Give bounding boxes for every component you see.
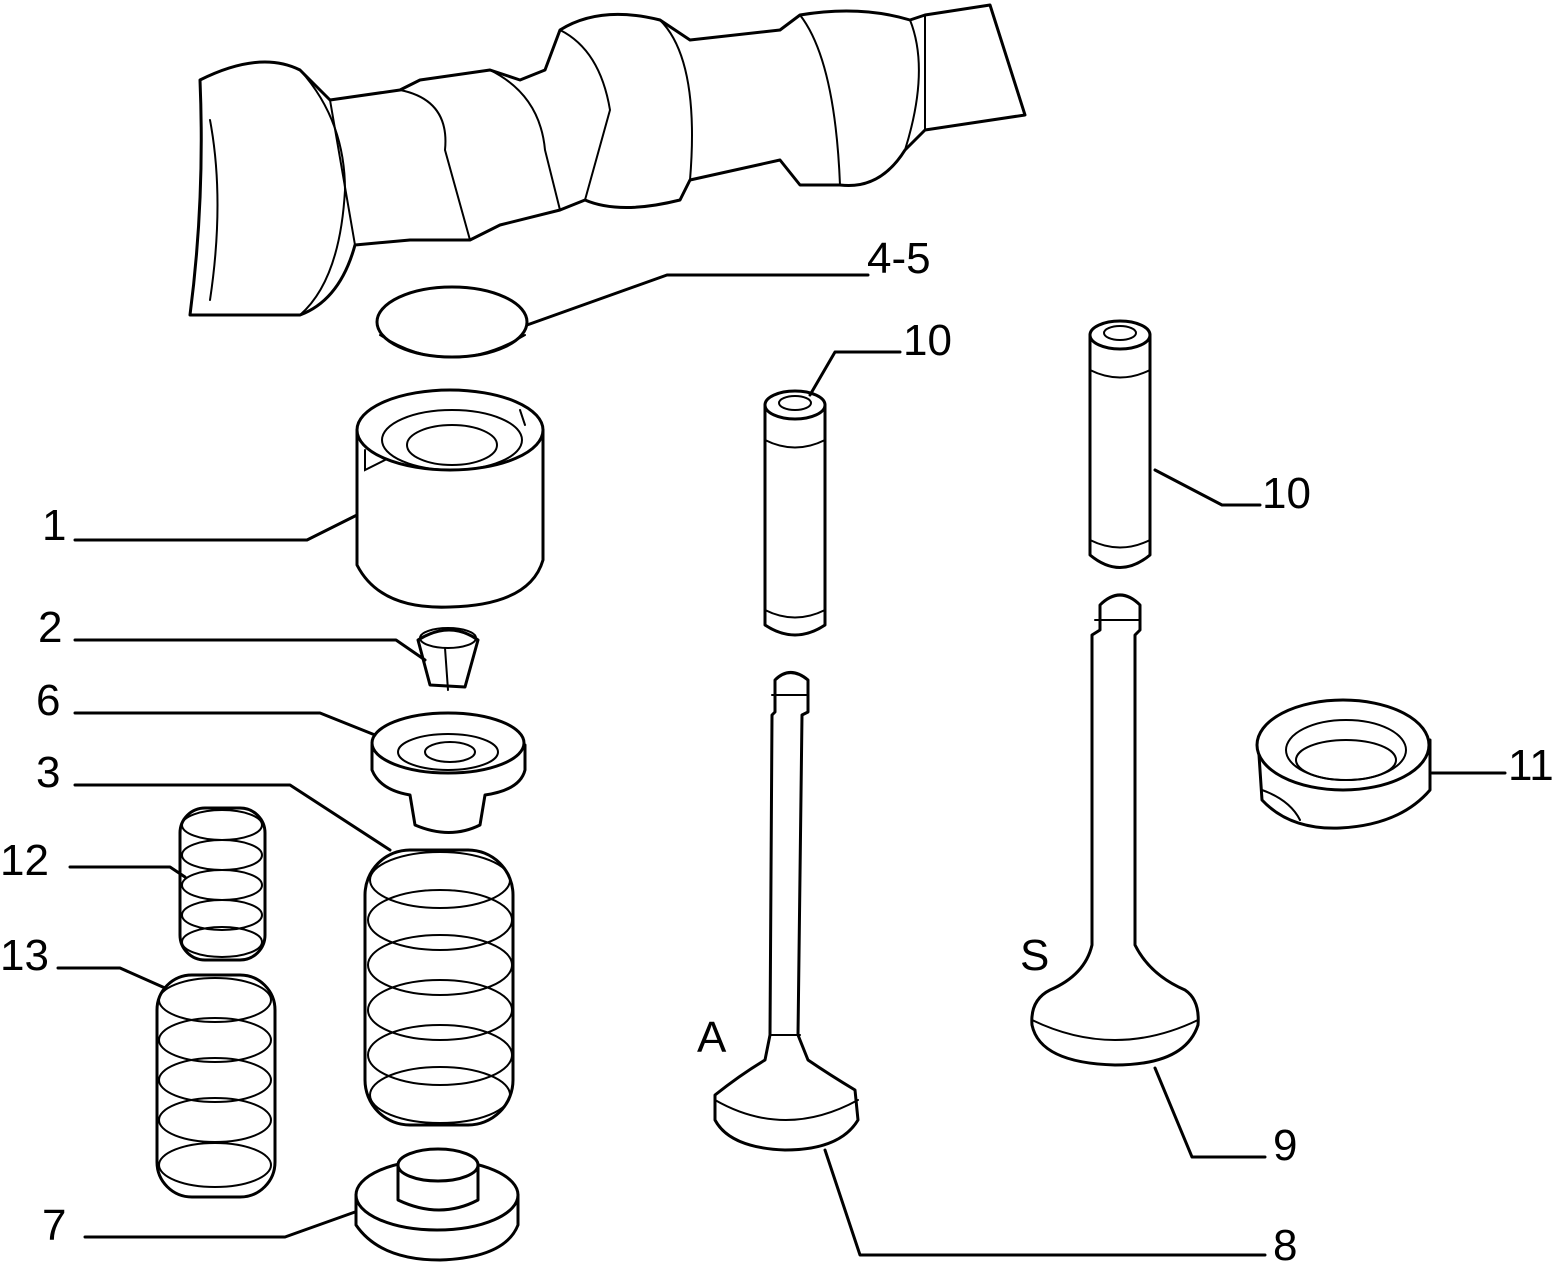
- label-12: 12: [0, 836, 49, 885]
- label-8: 8: [1273, 1221, 1297, 1262]
- label-10-right: 10: [1262, 469, 1311, 518]
- label-10-left: 10: [903, 316, 952, 365]
- part-labels: 4-5 10 10 1 2 6 3 12 13 11 7 8 9 A S: [0, 234, 1554, 1262]
- label-3: 3: [36, 748, 60, 797]
- label-2: 2: [38, 603, 62, 652]
- valve-cotters: [416, 627, 480, 691]
- intake-valve: [1030, 593, 1200, 1067]
- lower-spring-seat: [354, 1147, 520, 1262]
- label-1: 1: [42, 501, 66, 550]
- label-a: A: [697, 1013, 727, 1062]
- inner-spring: [178, 806, 267, 962]
- inner-spring-lower: [155, 973, 277, 1199]
- label-13: 13: [0, 931, 49, 980]
- tappet-bucket: [355, 388, 545, 609]
- label-s: S: [1020, 931, 1049, 980]
- camshaft: [188, 3, 1027, 317]
- label-4-5: 4-5: [867, 234, 931, 283]
- label-9: 9: [1273, 1121, 1297, 1170]
- label-6: 6: [36, 676, 60, 725]
- upper-spring-cap: [370, 711, 527, 834]
- valve-guide-right: [1088, 319, 1152, 569]
- exhaust-valve: [713, 671, 860, 1152]
- outer-spring: [363, 848, 515, 1127]
- label-7: 7: [42, 1201, 66, 1250]
- label-11: 11: [1508, 741, 1554, 790]
- leader-lines: [56, 273, 1507, 1257]
- valve-seal-seat: [1255, 698, 1432, 830]
- valve-guide-left: [763, 389, 827, 637]
- tappet-shim: [375, 285, 529, 359]
